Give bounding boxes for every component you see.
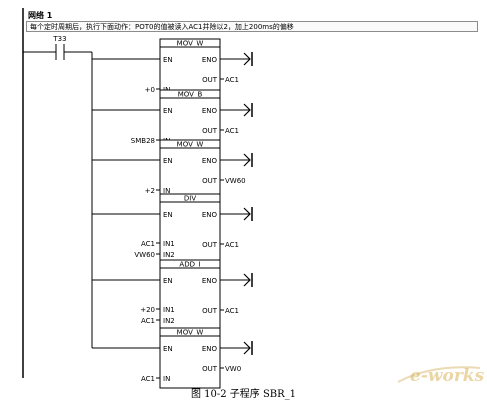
eno-pin-label: ENO <box>202 56 218 64</box>
eworks-watermark: e-works <box>410 366 485 386</box>
output-arrow-icon <box>243 153 251 167</box>
function-block-3[interactable] <box>159 139 221 201</box>
input-pin-label: IN2 <box>163 317 175 325</box>
en-pin-label: EN <box>163 56 173 64</box>
output-operand: AC1 <box>225 241 239 249</box>
output-arrow-icon <box>243 52 251 66</box>
en-pin-label: EN <box>163 277 173 285</box>
block-title: MOV_W <box>177 40 204 48</box>
block-title: MOV_W <box>177 141 204 149</box>
en-pin-label: EN <box>163 107 173 115</box>
input-pin-label: IN2 <box>163 251 175 259</box>
output-arrow-icon <box>243 207 251 221</box>
output-pin-label: OUT <box>202 365 218 373</box>
en-pin-label: EN <box>163 211 173 219</box>
output-operand: AC1 <box>225 76 239 84</box>
en-pin-label: EN <box>163 157 173 165</box>
output-arrow-icon <box>243 273 251 287</box>
output-arrow-icon <box>243 341 251 355</box>
output-operand: AC1 <box>225 307 239 315</box>
input-operand: AC1 <box>141 240 155 248</box>
output-pin-label: OUT <box>202 127 218 135</box>
figure-caption: 图 10-2 子程序 SBR_1 <box>190 389 297 400</box>
eno-pin-label: ENO <box>202 211 218 219</box>
block-title: MOV_B <box>178 91 203 99</box>
eno-pin-label: ENO <box>202 107 218 115</box>
output-arrow-icon <box>243 103 251 117</box>
eno-pin-label: ENO <box>202 345 218 353</box>
input-operand: +0 <box>145 86 155 94</box>
input-operand: +20 <box>140 306 155 314</box>
output-operand: VW60 <box>225 177 246 185</box>
input-operand: AC1 <box>141 375 155 383</box>
function-block-4[interactable] <box>159 193 221 265</box>
en-pin-label: EN <box>163 345 173 353</box>
output-pin-label: OUT <box>202 307 218 315</box>
block-title: DIV <box>184 195 196 203</box>
network-label: 网络 1 <box>28 11 53 20</box>
function-block-6[interactable] <box>159 327 221 389</box>
output-operand: AC1 <box>225 127 239 135</box>
contact-label: T33 <box>52 35 66 43</box>
block-title: ADD_I <box>179 261 200 269</box>
input-pin-label: IN1 <box>163 240 175 248</box>
input-pin-label: IN <box>163 187 170 195</box>
input-operand: AC1 <box>141 317 155 325</box>
input-operand: +2 <box>145 187 155 195</box>
function-block-5[interactable] <box>159 259 221 331</box>
output-pin-label: OUT <box>202 177 218 185</box>
input-pin-label: IN1 <box>163 306 175 314</box>
block-title: MOV_W <box>177 329 204 337</box>
eworks-logo-icon <box>397 366 481 383</box>
input-pin-label: IN <box>163 375 170 383</box>
output-pin-label: OUT <box>202 76 218 84</box>
network-comment[interactable]: 每个定时周期后，执行下面动作：POT0的值被读入AC1并除以2，加上200ms的… <box>26 21 478 32</box>
input-operand: SMB28 <box>131 137 155 145</box>
eno-pin-label: ENO <box>202 157 218 165</box>
output-operand: VW0 <box>225 365 241 373</box>
output-pin-label: OUT <box>202 241 218 249</box>
eno-pin-label: ENO <box>202 277 218 285</box>
input-operand: VW60 <box>134 251 155 259</box>
